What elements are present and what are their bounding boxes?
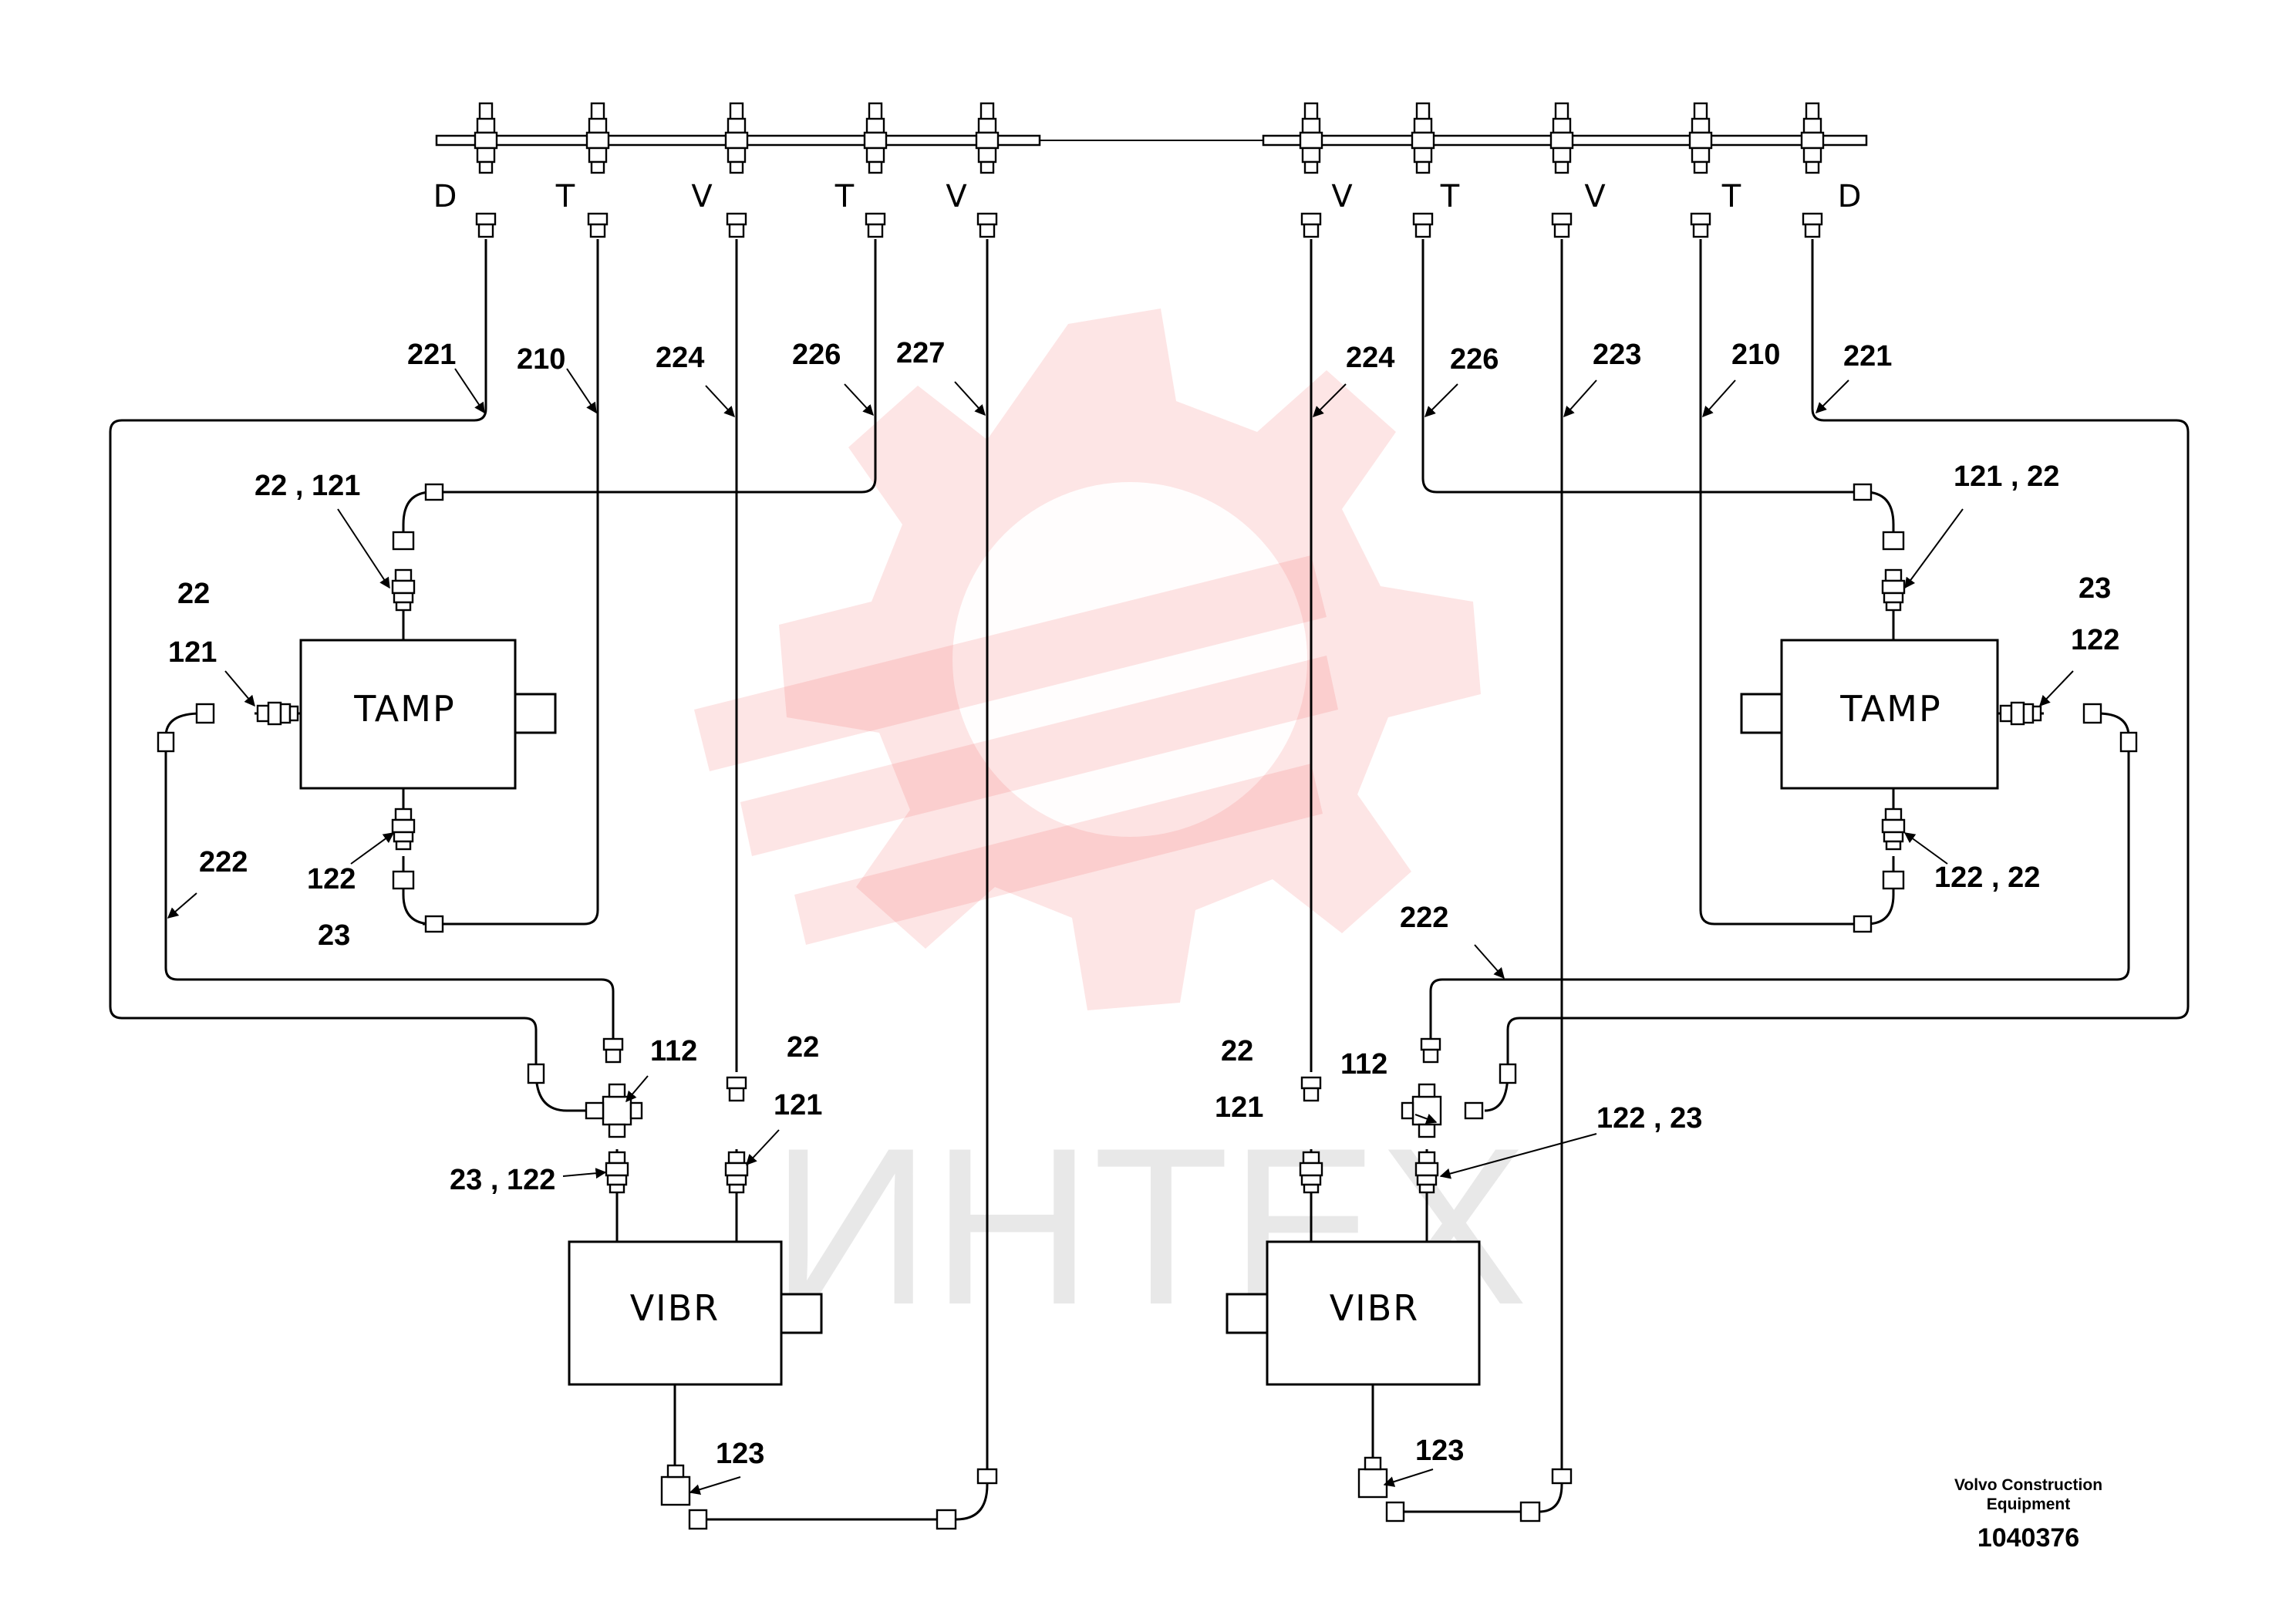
callout-123: 123 bbox=[1415, 1435, 1464, 1467]
callout-223: 223 bbox=[1593, 339, 1641, 371]
hose-ends-top bbox=[475, 212, 1823, 238]
callout-22: 22 bbox=[177, 578, 210, 610]
tamp-label: TAMP bbox=[1839, 688, 1941, 730]
callout-23-122: 23 , 122 bbox=[450, 1164, 555, 1196]
callout-221: 221 bbox=[407, 339, 456, 371]
hoses-right bbox=[1310, 239, 2190, 1513]
title-block: Volvo Construction Equipment 1040376 bbox=[1954, 1476, 2102, 1553]
vibr-unit-right: VIBR bbox=[1226, 1240, 1481, 1386]
port-label: T bbox=[555, 179, 575, 214]
callout-121-22: 121 , 22 bbox=[1954, 460, 2059, 493]
vibr-label: VIBR bbox=[630, 1287, 720, 1329]
callout-123: 123 bbox=[716, 1438, 764, 1470]
leader-lines bbox=[167, 368, 2074, 1495]
callout-112: 112 bbox=[650, 1035, 697, 1067]
fittings-left bbox=[157, 483, 998, 1530]
callout-121: 121 bbox=[774, 1089, 822, 1121]
maker-line-1: Volvo Construction bbox=[1954, 1476, 2102, 1494]
tamp-unit-left: TAMP bbox=[299, 639, 557, 790]
callout-227: 227 bbox=[896, 337, 945, 369]
port-label: V bbox=[691, 179, 713, 214]
callout-112: 112 bbox=[1340, 1048, 1387, 1081]
fittings-right bbox=[1299, 483, 2138, 1523]
port-label: V bbox=[946, 179, 967, 214]
callout-210: 210 bbox=[517, 343, 565, 376]
callout-121: 121 bbox=[168, 636, 217, 669]
callout-210: 210 bbox=[1731, 339, 1780, 371]
port-label: D bbox=[1838, 179, 1862, 214]
tamp-unit-right: TAMP bbox=[1740, 639, 1999, 790]
callout-23: 23 bbox=[2079, 572, 2111, 605]
port-label: V bbox=[1584, 179, 1606, 214]
callout-numbers: 221 210 224 226 227 22 , 121 22 121 222 … bbox=[168, 337, 2119, 1470]
callout-226: 226 bbox=[1450, 343, 1499, 376]
callout-23: 23 bbox=[318, 919, 350, 952]
vibr-label: VIBR bbox=[1330, 1287, 1420, 1329]
callout-121: 121 bbox=[1215, 1091, 1263, 1124]
port-label: T bbox=[1440, 179, 1460, 214]
callout-122-22: 122 , 22 bbox=[1934, 862, 2040, 894]
maker-line-2: Equipment bbox=[1987, 1496, 2071, 1513]
port-label: T bbox=[834, 179, 855, 214]
port-label: D bbox=[433, 179, 457, 214]
callout-222: 222 bbox=[1400, 902, 1448, 934]
callout-226: 226 bbox=[792, 339, 841, 371]
callout-122: 122 bbox=[2071, 624, 2119, 656]
callout-22-121: 22 , 121 bbox=[255, 470, 360, 502]
callout-22: 22 bbox=[787, 1031, 819, 1064]
port-label: T bbox=[1721, 179, 1741, 214]
callout-224: 224 bbox=[1346, 342, 1394, 374]
watermark-logo: ИНТЕХ bbox=[694, 309, 1528, 1351]
part-number: 1040376 bbox=[1977, 1523, 2079, 1553]
callout-122: 122 bbox=[307, 863, 356, 895]
callout-122-23: 122 , 23 bbox=[1596, 1102, 1702, 1135]
port-label: V bbox=[1331, 179, 1353, 214]
callout-224: 224 bbox=[656, 342, 704, 374]
tamp-label: TAMP bbox=[353, 688, 455, 730]
port-labels: D T V T V V T V T D bbox=[433, 179, 1862, 214]
callout-221: 221 bbox=[1843, 340, 1892, 373]
callout-22: 22 bbox=[1221, 1035, 1253, 1067]
callout-222: 222 bbox=[199, 846, 248, 878]
vibr-unit-left: VIBR bbox=[568, 1240, 823, 1386]
